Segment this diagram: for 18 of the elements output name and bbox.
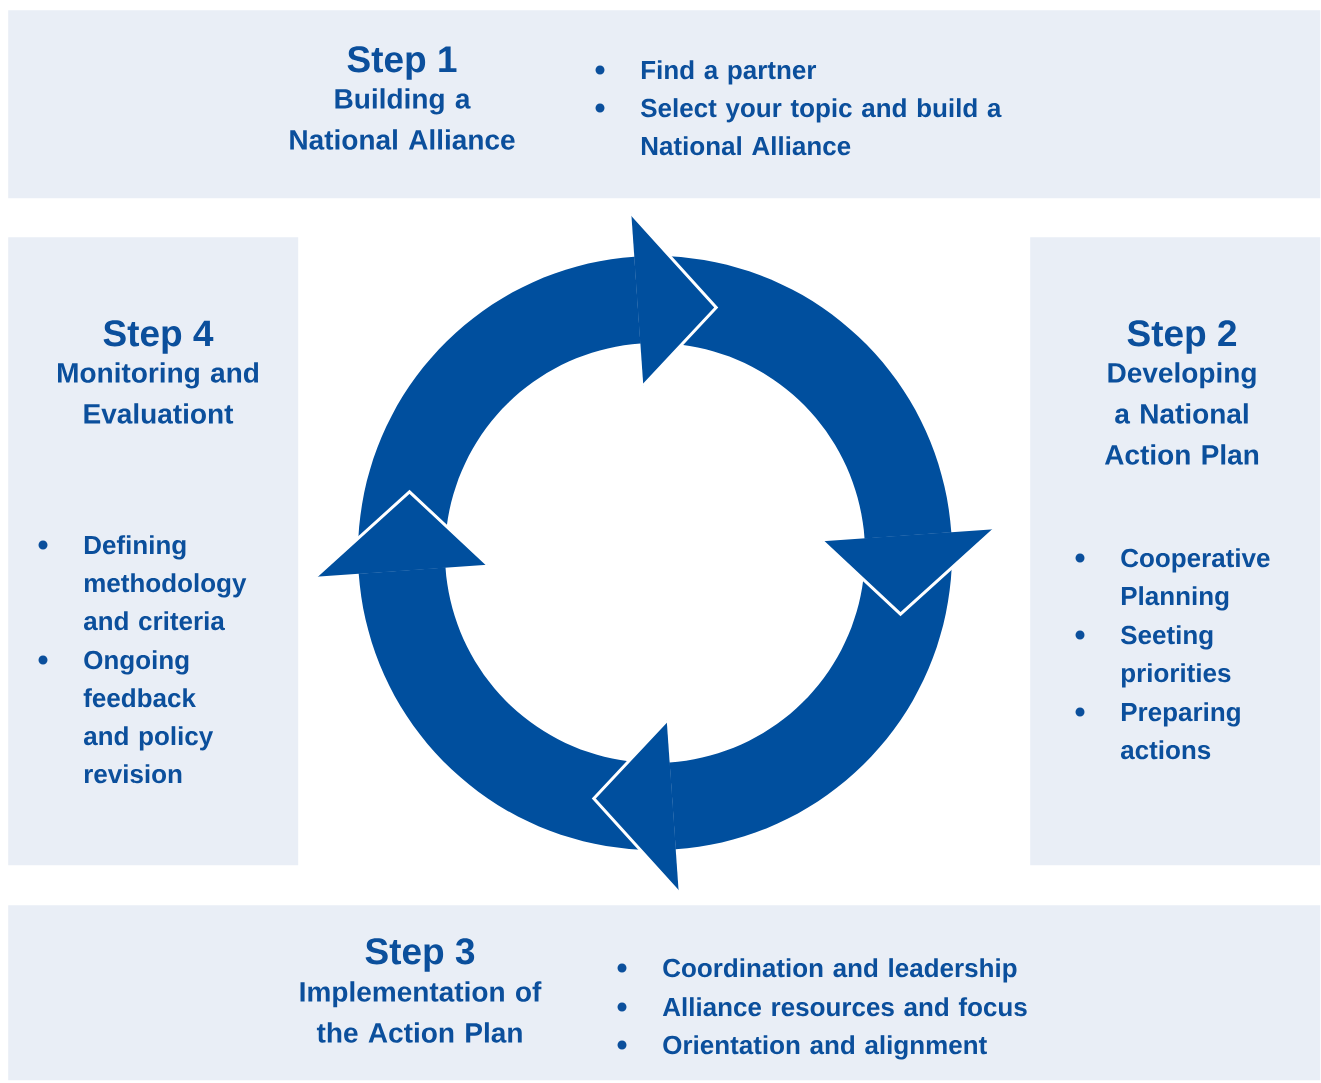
bullet-item: Alliance resources and focus (617, 997, 1027, 1017)
step-subtitle: Building a National Alliance (290, 88, 515, 150)
bullet-item: Select your topic and build a National Alliance (595, 98, 1002, 156)
bullet-item: Find a partner (595, 60, 817, 85)
bullet-item: Preparing actions (1075, 702, 1240, 760)
step-heading: Step 2 (1127, 320, 1237, 354)
step-heading: Step 1 (347, 46, 457, 80)
bullet-item: Defining methodology and criteria (38, 535, 247, 631)
step-subtitle: Developing a National Action Plan (1104, 362, 1259, 465)
step-heading: Step 4 (103, 320, 214, 354)
step-subtitle: Implementation of the Action Plan (300, 981, 542, 1043)
bullet-item: Ongoing feedback and policy revision (38, 650, 214, 784)
step-subtitle: Monitoring and Evaluationt (58, 362, 259, 424)
bullet-item: Orientation and alignment (617, 1035, 987, 1060)
step-heading: Step 3 (365, 938, 475, 972)
bullet-item: Cooperative Planning (1075, 548, 1270, 611)
bullet-item: Seeting priorities (1075, 625, 1231, 688)
bullet-item: Coordination and leadership (617, 958, 1017, 983)
